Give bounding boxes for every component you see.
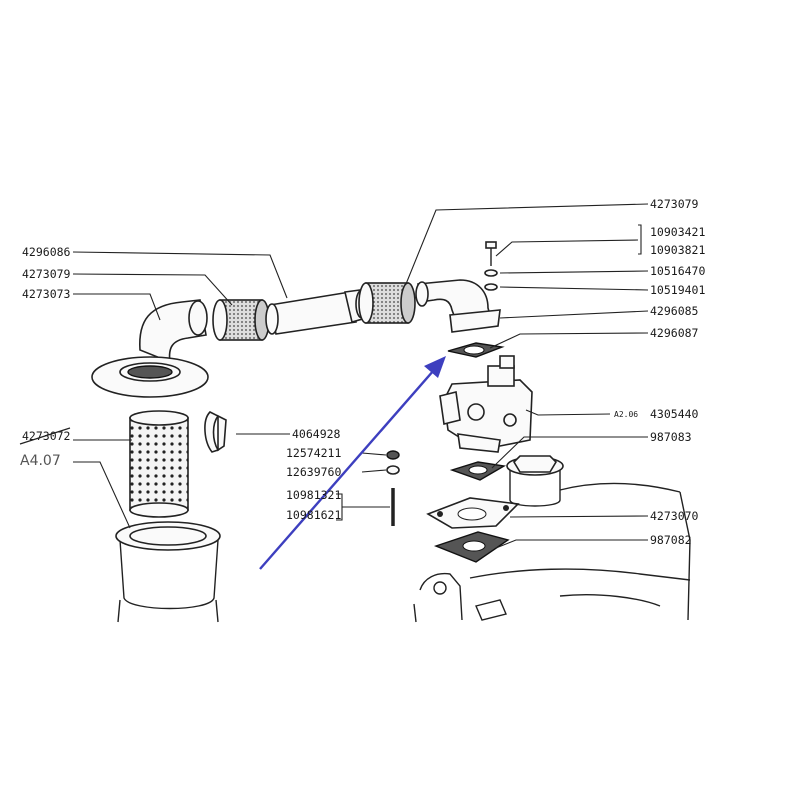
label-a4-07: A4.07 — [20, 453, 61, 469]
filter-housing — [115, 521, 221, 623]
label-10516470: 10516470 — [650, 264, 705, 278]
nuts-studs — [386, 450, 400, 526]
label-4273079-left: 4273079 — [22, 267, 71, 281]
label-10903821: 10903821 — [650, 243, 705, 257]
highlight-arrow — [259, 356, 446, 570]
left-labels: 4296086 4273079 4273073 4273072 A4.07 — [19, 245, 71, 469]
gasket-987082 — [433, 531, 510, 563]
engine-block-outline — [413, 455, 691, 623]
gasket-987083 — [449, 461, 507, 481]
label-4273073: 4273073 — [22, 287, 71, 301]
label-4296087: 4296087 — [650, 326, 699, 340]
foam-sleeve-right — [358, 282, 416, 324]
filter-cover — [91, 356, 209, 398]
label-4296086: 4296086 — [22, 245, 71, 259]
label-10903421: 10903421 — [650, 225, 705, 239]
label-987082: 987082 — [650, 533, 692, 547]
filter-element — [129, 410, 189, 518]
elbow-pipe — [139, 299, 208, 364]
label-12639760: 12639760 — [286, 465, 341, 479]
label-12574211: 12574211 — [286, 446, 341, 460]
label-4064928: 4064928 — [292, 427, 341, 441]
foam-sleeve-left — [212, 299, 270, 341]
label-4305440: 4305440 — [650, 407, 699, 421]
label-4296085: 4296085 — [650, 304, 698, 318]
gasket-4296087 — [447, 342, 505, 358]
clip-4064928 — [204, 411, 227, 453]
label-10981621: 10981621 — [286, 508, 341, 522]
center-labels: 4064928 12574211 12639760 10981321 10981… — [286, 427, 341, 522]
leader-lines — [72, 203, 649, 549]
insulator-4273070 — [426, 497, 520, 529]
strike-through-mark — [19, 427, 71, 445]
carburetor-body — [439, 355, 533, 453]
carburetor-elbow — [415, 279, 501, 333]
label-987083: 987083 — [650, 430, 692, 444]
right-labels: 4273079 10903421 10903821 10516470 10519… — [614, 197, 705, 547]
label-4273079-right: 4273079 — [650, 197, 699, 211]
label-10519401: 10519401 — [650, 283, 705, 297]
label-10981321: 10981321 — [286, 488, 341, 502]
connecting-tube — [265, 289, 369, 335]
label-4273070: 4273070 — [650, 509, 699, 523]
label-a2-06-prefix: A2.06 — [614, 410, 638, 419]
bolt-washers — [484, 241, 498, 291]
